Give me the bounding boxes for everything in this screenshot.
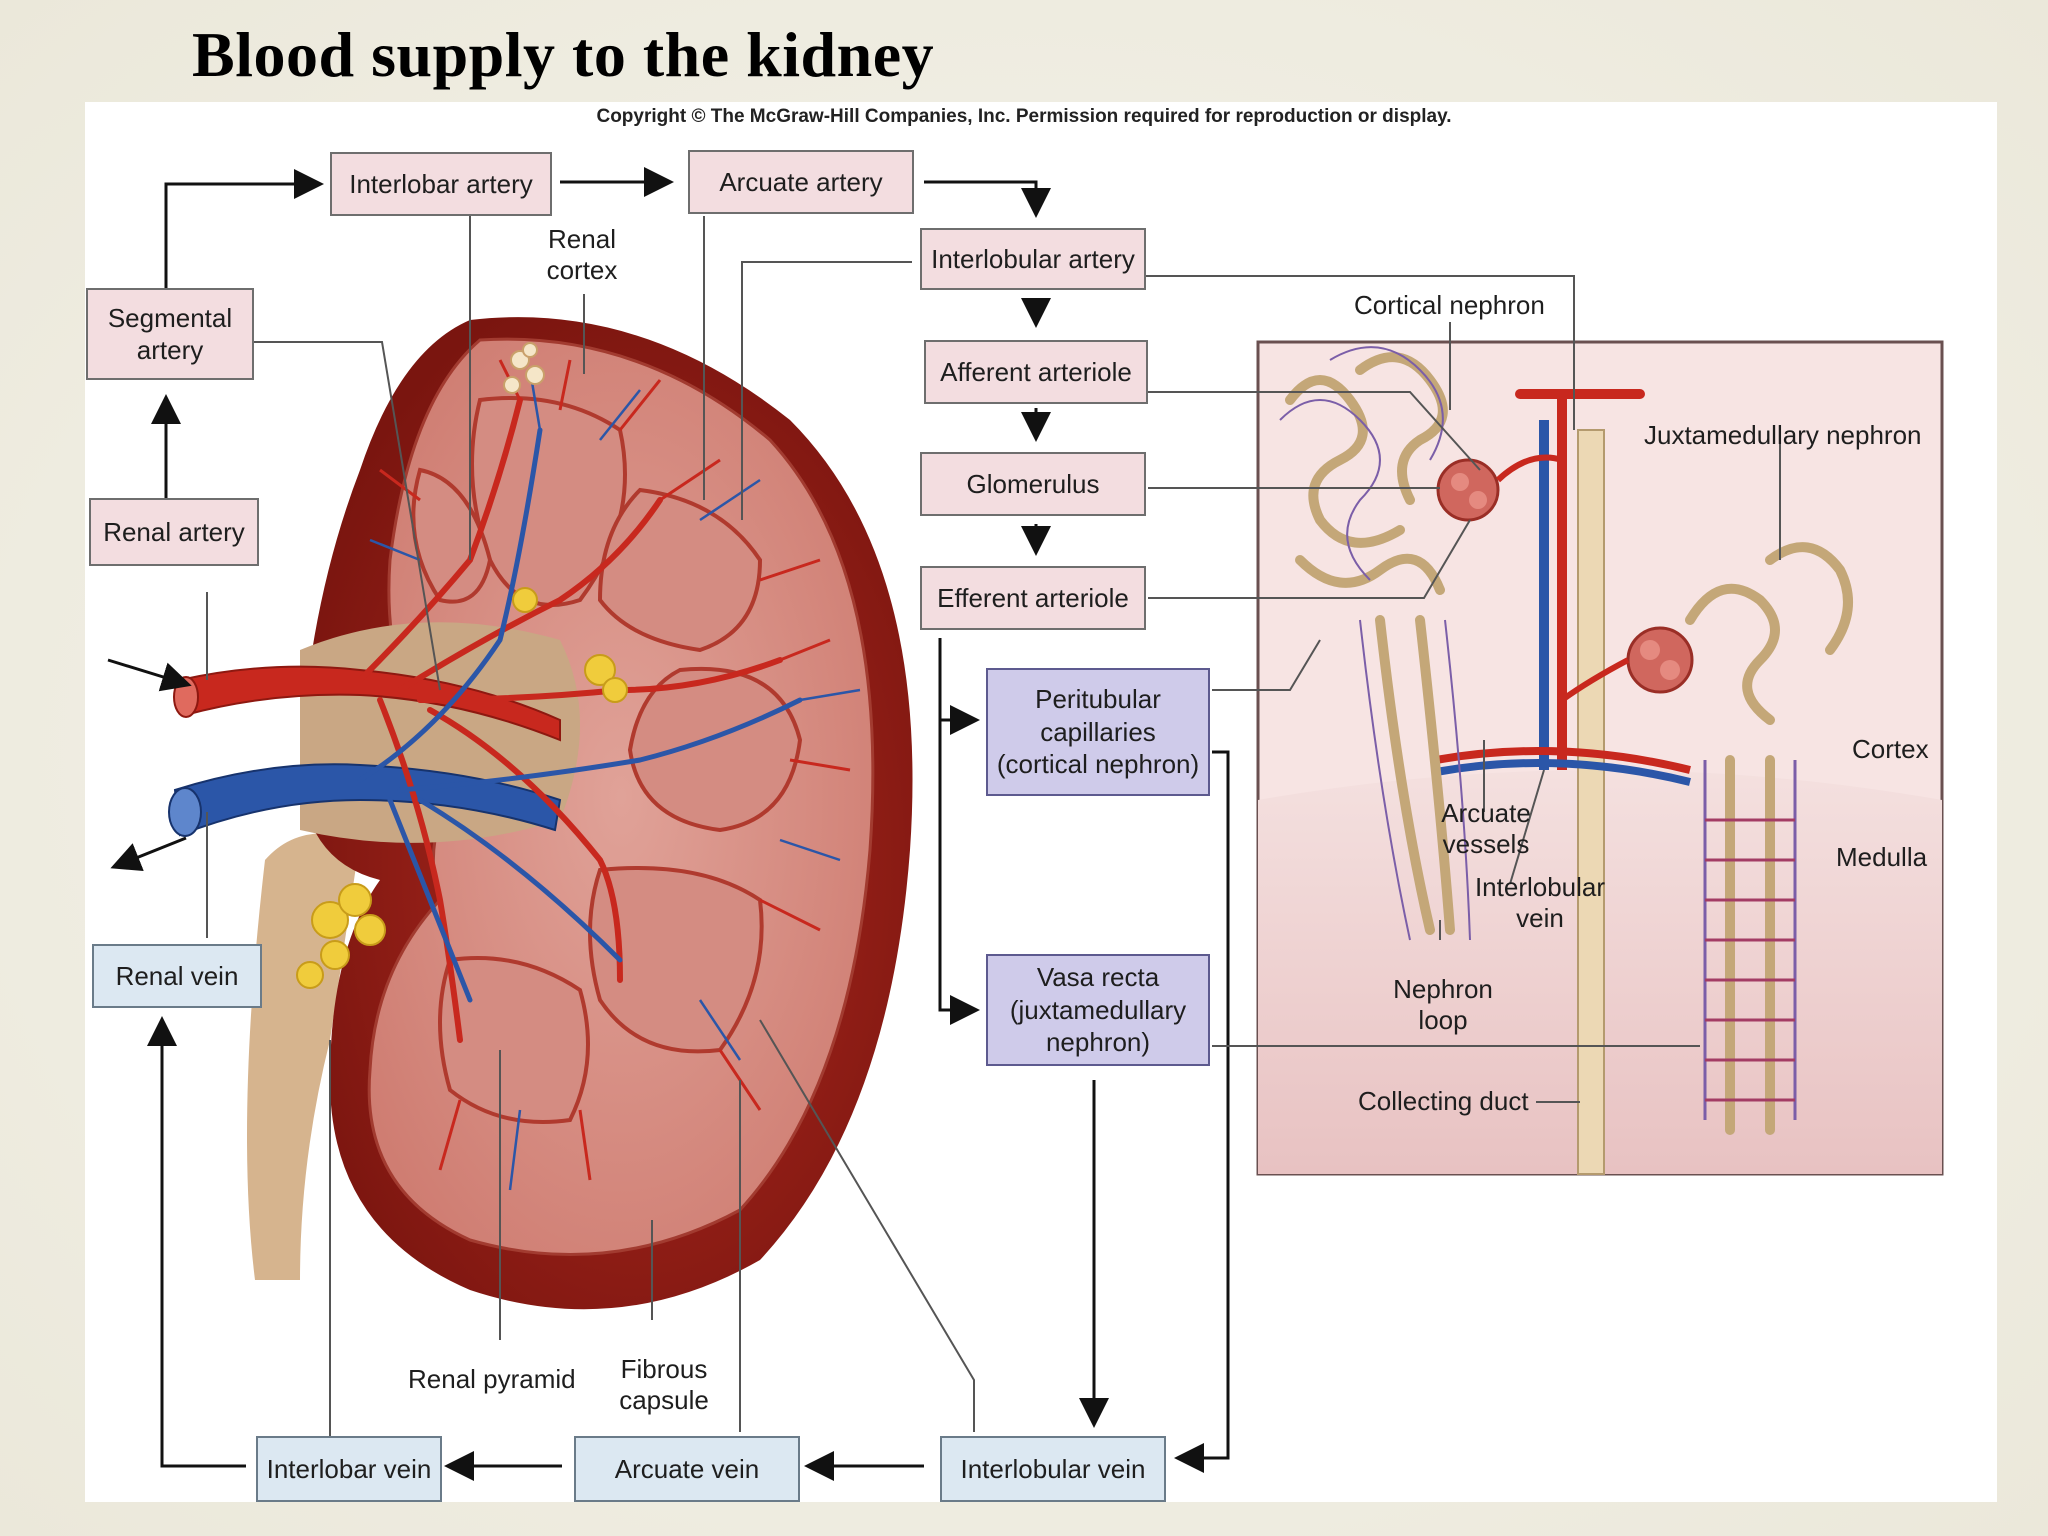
arcuate-vein-box: Arcuate vein [574, 1436, 800, 1502]
collecting-duct-label: Collecting duct [1358, 1086, 1529, 1116]
pyramid-4 [627, 666, 803, 833]
nephron-loop-label: Nephron loop [1393, 974, 1493, 1036]
pyramid-6 [438, 956, 590, 1124]
interlobar-artery-box: Interlobar artery [330, 152, 552, 216]
renal-pyramid-label: Renal pyramid [408, 1364, 576, 1394]
slide-title: Blood supply to the kidney [192, 19, 935, 90]
interlobar-vein-box: Interlobar vein [256, 1436, 442, 1502]
vasa-recta-box: Vasa recta (juxtamedullary nephron) [986, 954, 1210, 1066]
arcuate-artery-box: Arcuate artery [688, 150, 914, 214]
interlobular-vein-label: Interlobular vein [1474, 872, 1606, 934]
interlobular-vein-box: Interlobular vein [940, 1436, 1166, 1502]
pyramid-1 [470, 396, 627, 607]
fibrous-capsule-label: Fibrous capsule [619, 1354, 709, 1416]
copyright-notice: Copyright © The McGraw-Hill Companies, I… [596, 106, 1452, 127]
juxtamedullary-nephron-label: Juxtamedullary nephron [1644, 420, 1922, 450]
glomerulus-box: Glomerulus [920, 452, 1146, 516]
renal-artery-box: Renal artery [89, 498, 259, 566]
peritubular-capillaries-box: Peritubular capillaries (cortical nephro… [986, 668, 1210, 796]
afferent-arteriole-box: Afferent arteriole [924, 340, 1148, 404]
segmental-artery-box: Segmental artery [86, 288, 254, 380]
kidney-cross-section [168, 317, 913, 1310]
renal-cortex-label: Renal cortex [546, 224, 618, 286]
cortical-nephron-label: Cortical nephron [1354, 290, 1545, 320]
cortex-label: Cortex [1852, 734, 1929, 764]
medulla-label: Medulla [1836, 842, 1928, 872]
arcuate-vessels-label: Arcuate vessels [1441, 798, 1531, 860]
leader-lines [206, 216, 1781, 1464]
interlobular-artery-box: Interlobular artery [920, 228, 1146, 290]
efferent-arteriole-box: Efferent arteriole [920, 566, 1146, 630]
nephron-detail [1256, 340, 1944, 1176]
flow-arrows [107, 167, 1230, 1481]
pyramid-5 [588, 866, 764, 1054]
renal-vein-box: Renal vein [92, 944, 262, 1008]
